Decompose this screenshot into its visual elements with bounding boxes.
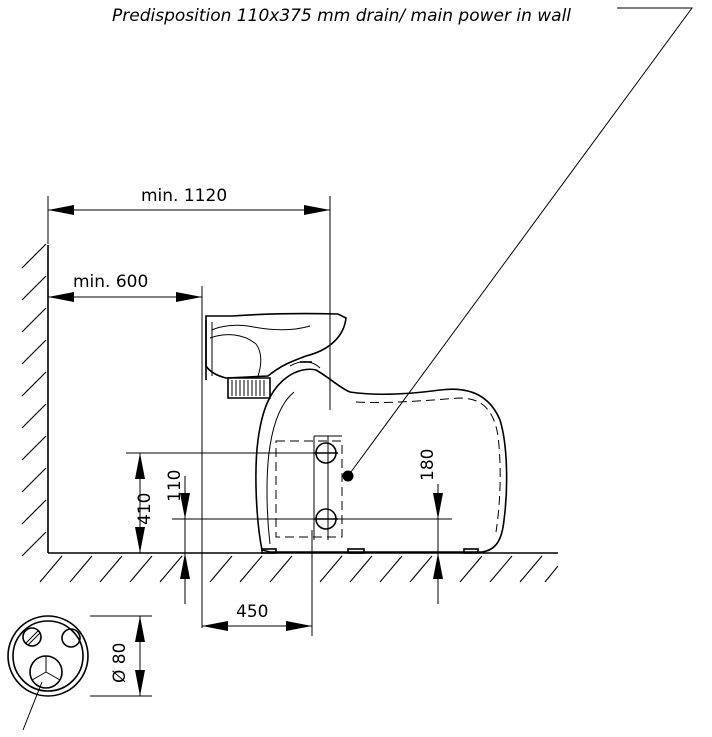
dimension-total-length-label: min. 1120 [141, 186, 227, 206]
dimension-connection-spacing-label: 180 [418, 449, 438, 481]
dimension-hose-diameter-label: Ø 80 [110, 643, 130, 683]
floor [39, 552, 559, 583]
chair-body [255, 361, 508, 554]
dimension-pipe-offset-label: 450 [236, 602, 268, 622]
dimension-connection-gap [172, 476, 452, 604]
dimension-connection-gap-label: 110 [165, 470, 185, 502]
basin-support [227, 377, 271, 399]
note-leader-line [342, 7, 693, 482]
dimension-drain-height [126, 452, 326, 553]
hose-connection-detail [7, 615, 89, 731]
hose-port-icon [61, 628, 81, 648]
plug-icon [22, 627, 42, 647]
wall [21, 243, 49, 557]
connection-box [275, 435, 343, 540]
dimension-total-length [47, 196, 331, 410]
dimension-pipe-offset [202, 530, 313, 636]
dimension-wall-clearance-label: min. 600 [73, 272, 148, 292]
shampoo-basin [205, 312, 347, 380]
drain-port-icon [29, 655, 63, 689]
predisposition-note: Predisposition 110x375 mm drain/ main po… [112, 6, 571, 26]
dimension-drain-height-label: 410 [135, 493, 155, 525]
dimension-wall-clearance [48, 286, 203, 628]
dimension-hose-diameter [90, 615, 152, 697]
dimension-connection-spacing [433, 484, 443, 604]
